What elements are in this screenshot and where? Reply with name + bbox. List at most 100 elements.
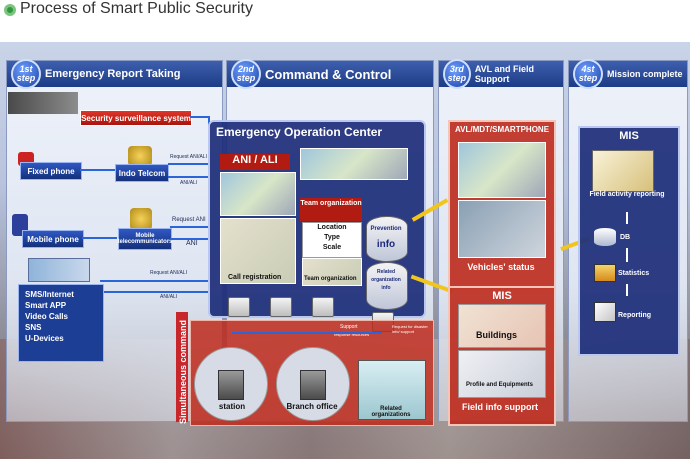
team-org-head: Team organization <box>300 198 362 221</box>
field-activity-label: Field activity reporting <box>589 191 665 198</box>
step2-word: step <box>236 73 256 83</box>
response-resources-label: response resources <box>334 332 370 337</box>
buildings-label: Buildings <box>476 330 517 340</box>
request-anialli-1: Request ANI/ALI <box>170 154 207 160</box>
branch-building-icon <box>300 370 326 400</box>
step2-title: Command & Control <box>265 66 392 82</box>
devices-box: SMS/Internet Smart APP Video Calls SNS U… <box>18 284 104 362</box>
step1-title: Emergency Report Taking <box>45 68 181 80</box>
simultaneous-label: Simultaneous command <box>178 319 188 424</box>
step1-word: step <box>16 73 36 83</box>
step2-badge: 2nd step <box>231 59 261 89</box>
operator-terminal-icon <box>228 297 250 317</box>
surveillance-arrow <box>190 116 210 118</box>
step4-title: Mission complete <box>607 69 683 79</box>
vehicles-status-label: Vehicles' status <box>467 262 535 272</box>
traffic-camera-screen <box>458 200 546 258</box>
db-icon <box>594 228 616 246</box>
reporting-label: Reporting <box>618 312 652 319</box>
buildings-plan <box>458 304 546 348</box>
prevention-db-icon <box>366 216 408 262</box>
ani-ali-label: ANI / ALI <box>220 154 290 170</box>
step3-word: step <box>447 73 467 83</box>
prevention-label: Prevention <box>370 226 402 232</box>
step3-mis-label: MIS <box>492 290 512 302</box>
page-title: Process of Smart Public Security <box>20 0 253 17</box>
eoc-title: Emergency Operation Center <box>216 125 383 139</box>
related-org-db-icon <box>366 262 408 310</box>
team-org-box: Location Type Scale <box>302 222 362 258</box>
related-orgs-box <box>358 360 426 420</box>
telecom-satellite-icon <box>128 146 152 166</box>
location-label: Location <box>317 224 347 231</box>
branch-office-label: Branch office <box>286 402 338 411</box>
step3-badge: 3rd step <box>443 59 471 89</box>
station-label: station <box>218 402 246 411</box>
call-registration-map <box>220 218 296 284</box>
device-sms: SMS/Internet <box>25 290 74 299</box>
response-arrow-3 <box>100 291 210 293</box>
bullet-icon <box>4 4 16 16</box>
step4-badge: 4st step <box>573 59 603 89</box>
mobile-phone-arrow <box>82 237 117 239</box>
call-registration-label: Call registration <box>228 274 282 281</box>
reporting-icon <box>594 302 616 322</box>
flow-arrow-1 <box>626 212 628 224</box>
ani: ANI <box>186 240 198 247</box>
step4-mis-label: MIS <box>619 130 639 142</box>
anialli-1: ANI/ALI <box>180 180 198 186</box>
step4-header: 4st step Mission complete <box>569 59 687 89</box>
team-org-map <box>302 258 362 286</box>
operator-photo <box>220 172 296 216</box>
simultaneous-bar <box>176 312 188 422</box>
step1-header: 1st step Emergency Report Taking <box>7 59 222 89</box>
step3-num: 3rd <box>449 64 464 74</box>
team-org-foot: Team organization <box>304 276 357 282</box>
step3-title: AVL and Field Support <box>474 64 535 84</box>
request-ani: Request ANI <box>172 217 206 223</box>
field-info-label: Field info support <box>462 402 538 412</box>
response-arrow-1 <box>168 176 210 178</box>
request-arrow-2 <box>170 226 210 228</box>
surveillance-label: Security surveillance system <box>80 110 192 126</box>
related-orgs-label: Related organizations <box>371 406 411 418</box>
command-distribution-line <box>232 332 382 334</box>
avl-map-screen <box>458 142 546 198</box>
step1-badge: 1st step <box>11 59 41 89</box>
step2-num: 2nd <box>237 64 254 74</box>
mobile-telecom-label: Mobile telecommunicators <box>118 228 173 250</box>
step4-word: step <box>578 73 598 83</box>
request-arrow-1 <box>168 163 210 165</box>
step3-header: 3rd step AVL and Field Support <box>439 59 563 89</box>
indo-telcom-label: Indo Telcom <box>115 164 169 182</box>
request-arrow-3 <box>100 280 210 282</box>
db-label: DB <box>620 234 631 241</box>
info-label: info <box>376 239 396 250</box>
process-diagram: 1st step Emergency Report Taking Securit… <box>0 42 690 459</box>
statistics-label: Statistics <box>618 270 650 277</box>
related-org-info-label: Related organization info <box>371 269 401 291</box>
device-sns: SNS <box>25 323 42 332</box>
device-smart-app: Smart APP <box>25 301 67 310</box>
scale-label: Scale <box>322 244 342 251</box>
video-wall-screens <box>300 148 408 180</box>
flow-arrow-3 <box>626 284 628 296</box>
support-label: Support <box>340 324 358 330</box>
statistics-icon <box>594 264 616 282</box>
request-for-label: Request for disaster info/ support <box>392 324 428 334</box>
profile-label: Profile and Equipments <box>466 382 534 388</box>
flow-arrow-2 <box>626 248 628 262</box>
profile-box <box>458 350 546 398</box>
mobile-satellite-icon <box>130 208 152 230</box>
step2-header: 2nd step Command & Control <box>227 59 433 89</box>
field-activity-icon <box>592 150 654 192</box>
station-building-icon <box>218 370 244 400</box>
step4-num: 4st <box>581 64 595 74</box>
cctv-icon <box>8 92 78 114</box>
device-u-devices: U-Devices <box>25 334 64 343</box>
device-video-calls: Video Calls <box>25 312 68 321</box>
request-anialli-2: Request ANI/ALI <box>150 270 187 276</box>
mobile-phone-label: Mobile phone <box>22 230 84 248</box>
avl-head: AVL/MDT/SMARTPHONE <box>454 125 550 134</box>
workstation-icon <box>270 297 292 317</box>
